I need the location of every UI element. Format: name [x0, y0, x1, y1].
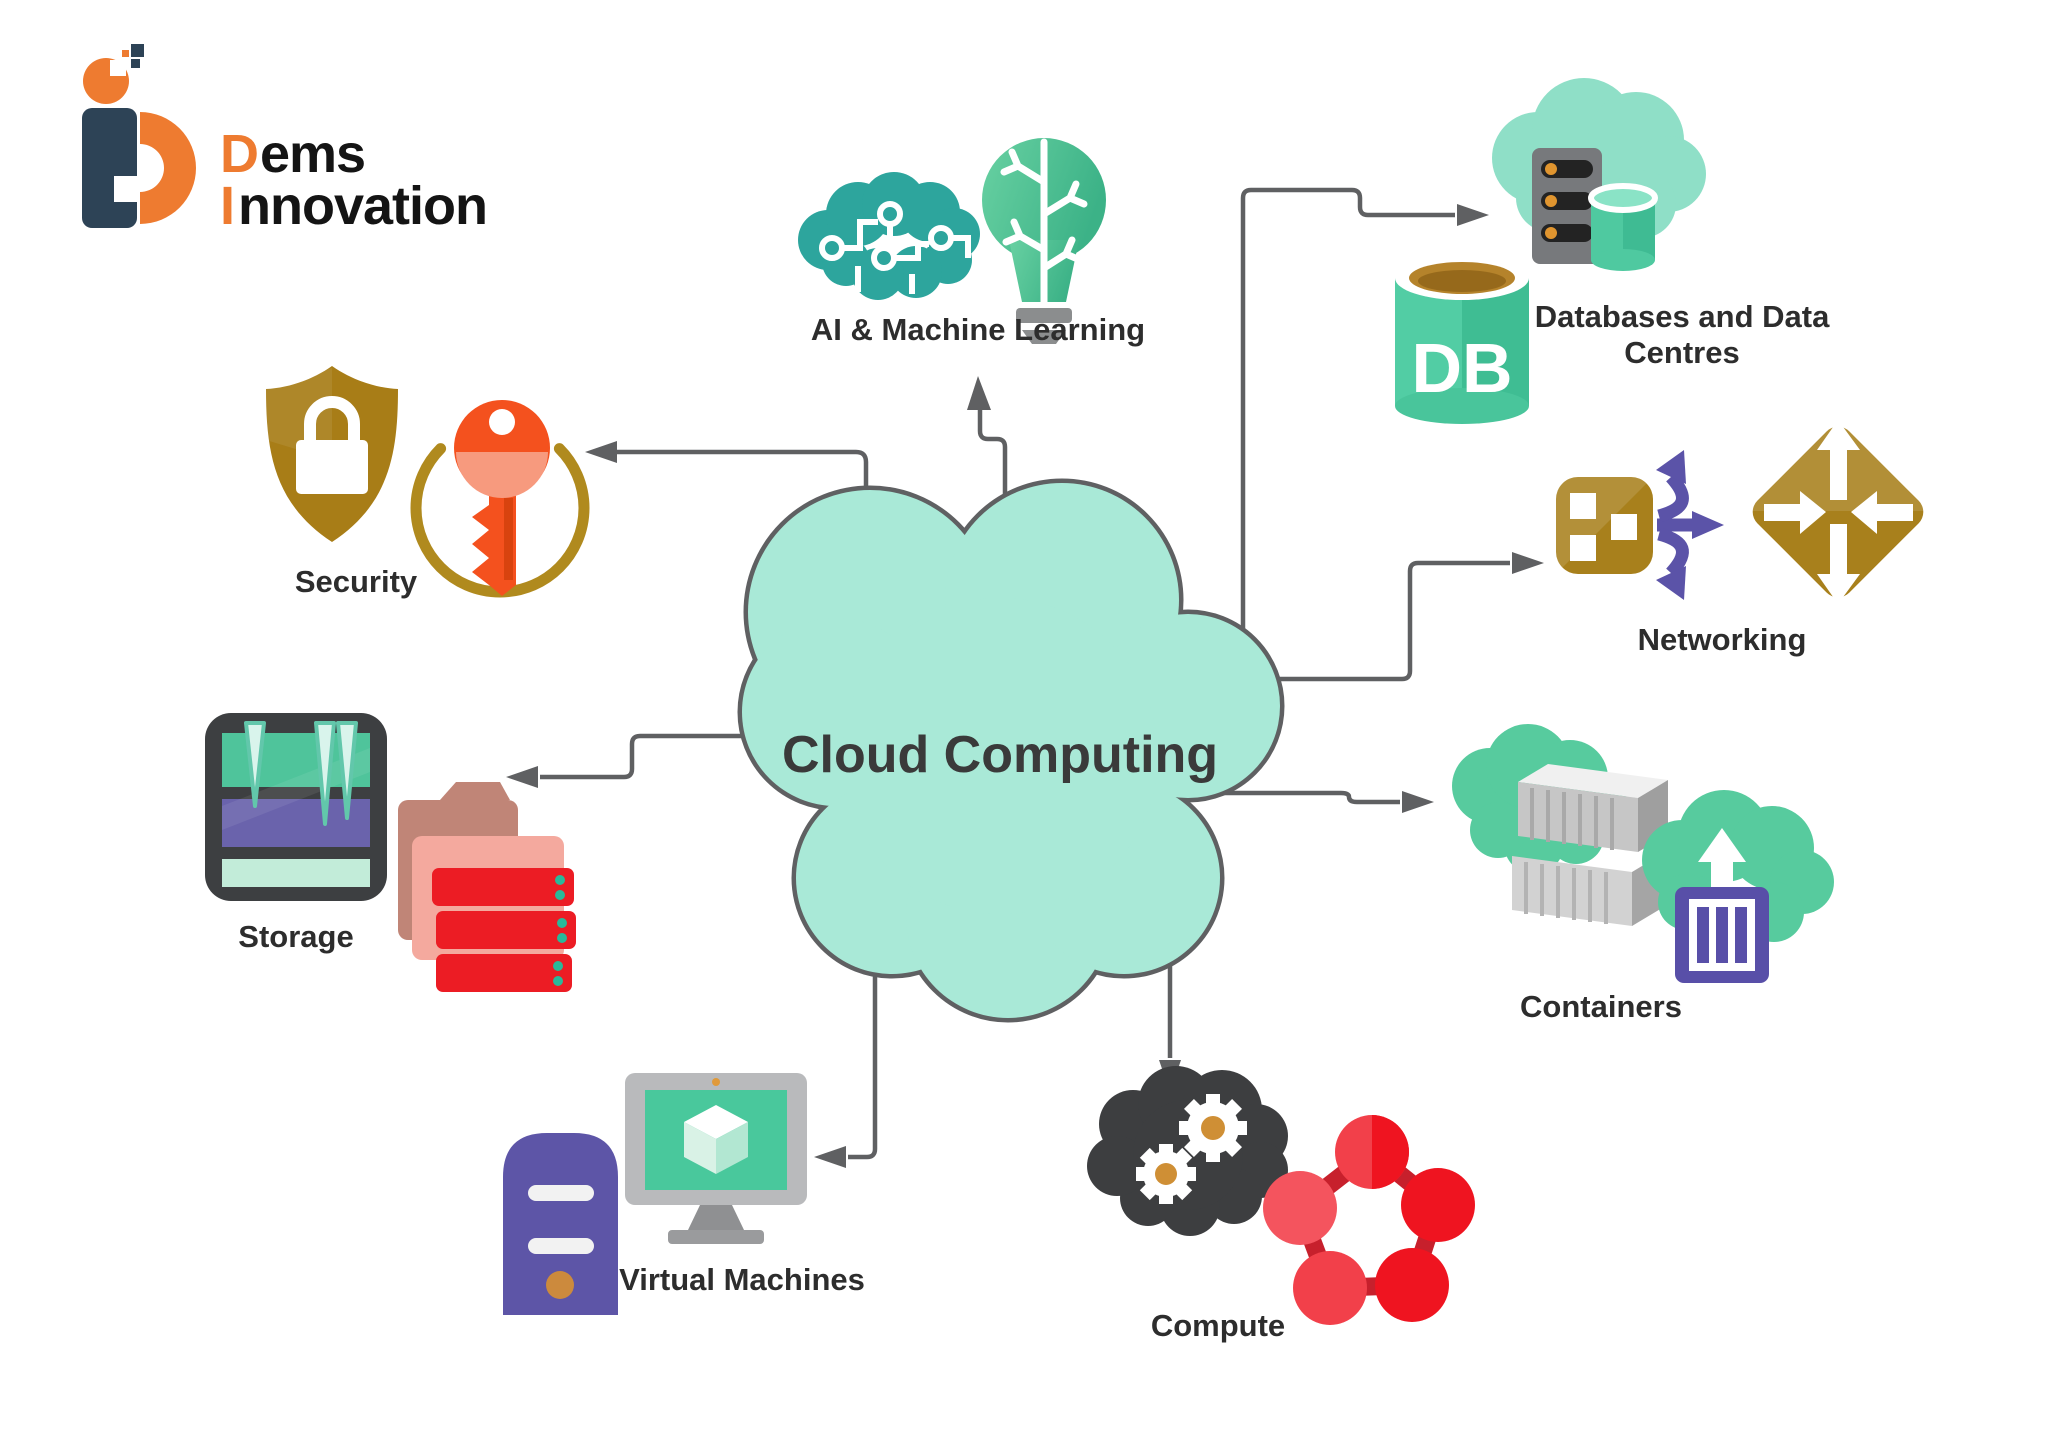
arrowhead-security: [585, 441, 617, 463]
node-label-storage: Storage: [238, 919, 353, 954]
node-security: Security: [266, 366, 590, 599]
node-storage: Storage: [205, 713, 576, 992]
gear-icon: [1136, 1144, 1196, 1204]
router-diamond-icon: [1746, 420, 1929, 604]
small-cylinder-icon: [1588, 183, 1658, 271]
logo-word1-accent: D: [220, 124, 258, 184]
connector-virtual-machines: [814, 930, 878, 1168]
node-label-containers: Containers: [1520, 989, 1682, 1024]
arrowhead-ai: [967, 376, 991, 410]
logo-word2-accent: I: [220, 176, 234, 236]
connector-databases: [1240, 187, 1489, 650]
shield-lock-icon: [266, 366, 398, 542]
logo-word1-rest: ems: [260, 124, 365, 184]
node-virtual-machines: Virtual Machines: [503, 1073, 865, 1315]
node-label-databases-line2: Centres: [1624, 335, 1739, 370]
arrowhead-containers: [1402, 791, 1434, 813]
node-label-databases-line1: Databases and Data: [1535, 299, 1830, 334]
db-cylinder-icon: DB: [1395, 256, 1529, 424]
key-ring-icon: [410, 400, 590, 598]
central-cloud-title: Cloud Computing: [782, 726, 1218, 784]
lightbulb-brain-icon: [982, 138, 1106, 344]
brain-circuit-icon: [798, 172, 980, 300]
server-rack-icon: [1532, 148, 1602, 264]
central-cloud: Cloud Computing: [742, 483, 1280, 1018]
logo-word2-rest: nnovation: [238, 176, 487, 236]
branch-arrows-icon: [1656, 450, 1724, 600]
cold-storage-icon: [205, 713, 387, 901]
connector-security: [585, 441, 869, 520]
shipping-containers-icon: [1512, 764, 1668, 926]
node-label-networking: Networking: [1638, 622, 1807, 657]
connector-storage: [506, 733, 800, 788]
db-badge-text: DB: [1411, 329, 1512, 407]
connector-ai: [967, 376, 1008, 510]
red-server-icon: [432, 868, 576, 992]
node-cluster-icon: [1263, 1115, 1475, 1325]
connector-containers: [1205, 790, 1434, 813]
tower-pc-icon: [503, 1133, 618, 1315]
node-label-ai: AI & Machine Learning: [811, 312, 1145, 347]
node-label-security: Security: [295, 564, 418, 599]
node-containers: Containers: [1452, 724, 1834, 1024]
container-upload-icon: [1675, 828, 1769, 983]
logo-wordmark: D ems I nnovation: [220, 124, 488, 236]
arrowhead-storage: [506, 766, 538, 788]
node-label-virtual-machines: Virtual Machines: [619, 1262, 865, 1297]
connector-networking: [1250, 552, 1544, 682]
arrowhead-networking: [1512, 552, 1544, 574]
arrowhead-virtual-machines: [814, 1146, 846, 1168]
brand-logo: D ems I nnovation: [82, 44, 488, 236]
arrowhead-databases: [1457, 204, 1489, 226]
node-ai-machine-learning: AI & Machine Learning: [798, 138, 1145, 347]
gears-cloud-icon: [1087, 1066, 1288, 1236]
logo-mark-icon: [82, 44, 196, 228]
node-compute: Compute: [1087, 1066, 1475, 1343]
node-label-compute: Compute: [1151, 1308, 1285, 1343]
gear-icon: [1179, 1094, 1247, 1162]
node-networking: Networking: [1556, 420, 1929, 657]
load-balancer-icon: [1556, 477, 1653, 574]
node-databases: DB Databases and Data Centres: [1395, 78, 1830, 424]
monitor-cube-icon: [625, 1073, 807, 1244]
